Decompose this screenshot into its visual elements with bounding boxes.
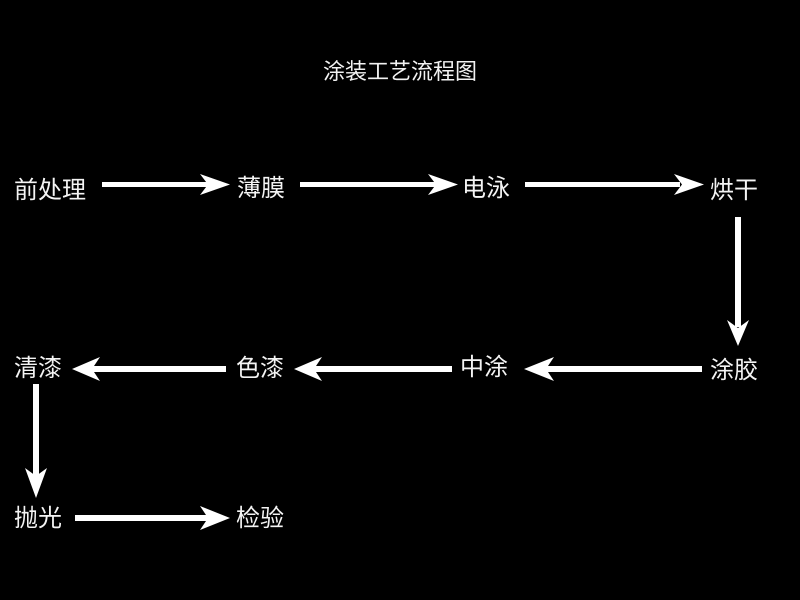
arrow-glue-coating-to-middle-coat xyxy=(524,357,702,381)
arrow-clear-coat-to-polishing xyxy=(25,384,47,498)
arrow-pretreatment-to-thin-film xyxy=(102,174,230,195)
step-middle-coat: 中涂 xyxy=(460,353,508,381)
step-color-paint: 色漆 xyxy=(236,354,284,382)
step-electrophoresis: 电泳 xyxy=(462,174,510,202)
arrow-electrophoresis-to-drying xyxy=(525,174,704,195)
step-inspection: 检验 xyxy=(236,504,284,532)
arrow-color-paint-to-clear-coat xyxy=(72,357,226,381)
step-clear-coat: 清漆 xyxy=(14,354,62,382)
arrow-middle-coat-to-color-paint xyxy=(294,357,452,381)
arrow-drying-to-glue-coating xyxy=(727,217,749,346)
diagram-title: 涂装工艺流程图 xyxy=(322,60,477,85)
step-drying: 烘干 xyxy=(710,176,758,204)
step-glue-coating: 涂胶 xyxy=(710,356,758,384)
step-polishing: 抛光 xyxy=(14,504,62,532)
step-pretreatment: 前处理 xyxy=(14,176,86,204)
arrow-polishing-to-inspection xyxy=(75,506,230,530)
step-thin-film: 薄膜 xyxy=(237,174,285,202)
arrow-thin-film-to-electrophoresis xyxy=(300,174,458,195)
